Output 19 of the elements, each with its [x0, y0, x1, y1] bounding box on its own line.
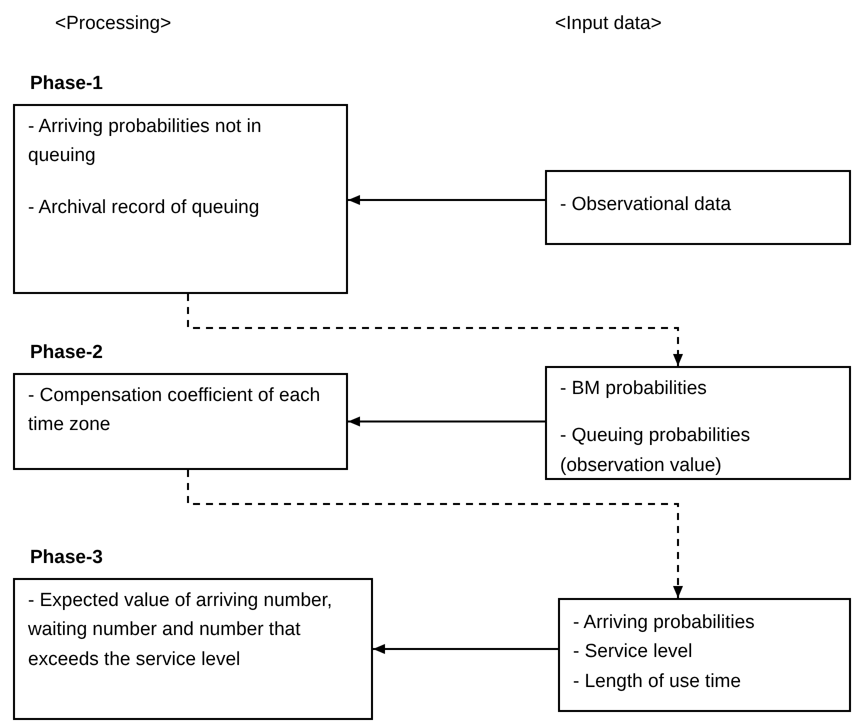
phase-heading: Phase-3 [30, 546, 103, 570]
box-text: - Length of use time [573, 670, 742, 694]
box-text: - Observational data [560, 193, 732, 217]
box-text: - Compensation coefficient of each time zone [28, 384, 322, 438]
arrow [348, 416, 545, 426]
column-heading: <Processing> [55, 12, 172, 36]
column-heading: <Input data> [555, 12, 662, 36]
box-text: - Queuing probabilities (observation value) [560, 424, 752, 478]
dashed-arrow [187, 294, 683, 366]
box-text: - BM probabilities [560, 377, 708, 401]
phase-heading: Phase-1 [30, 72, 103, 96]
box-text: - Archival record of queuing [28, 196, 260, 220]
phase-heading: Phase-2 [30, 341, 103, 365]
box-text: - Service level [573, 640, 694, 664]
box-text: - Expected value of arriving number, waiting number and number that exceeds the service level [28, 589, 334, 672]
box-text: - Arriving probabilities [573, 611, 756, 635]
box-text: - Arriving probabilities not in queuing [28, 115, 262, 168]
arrow [373, 644, 558, 654]
arrow [348, 195, 545, 205]
